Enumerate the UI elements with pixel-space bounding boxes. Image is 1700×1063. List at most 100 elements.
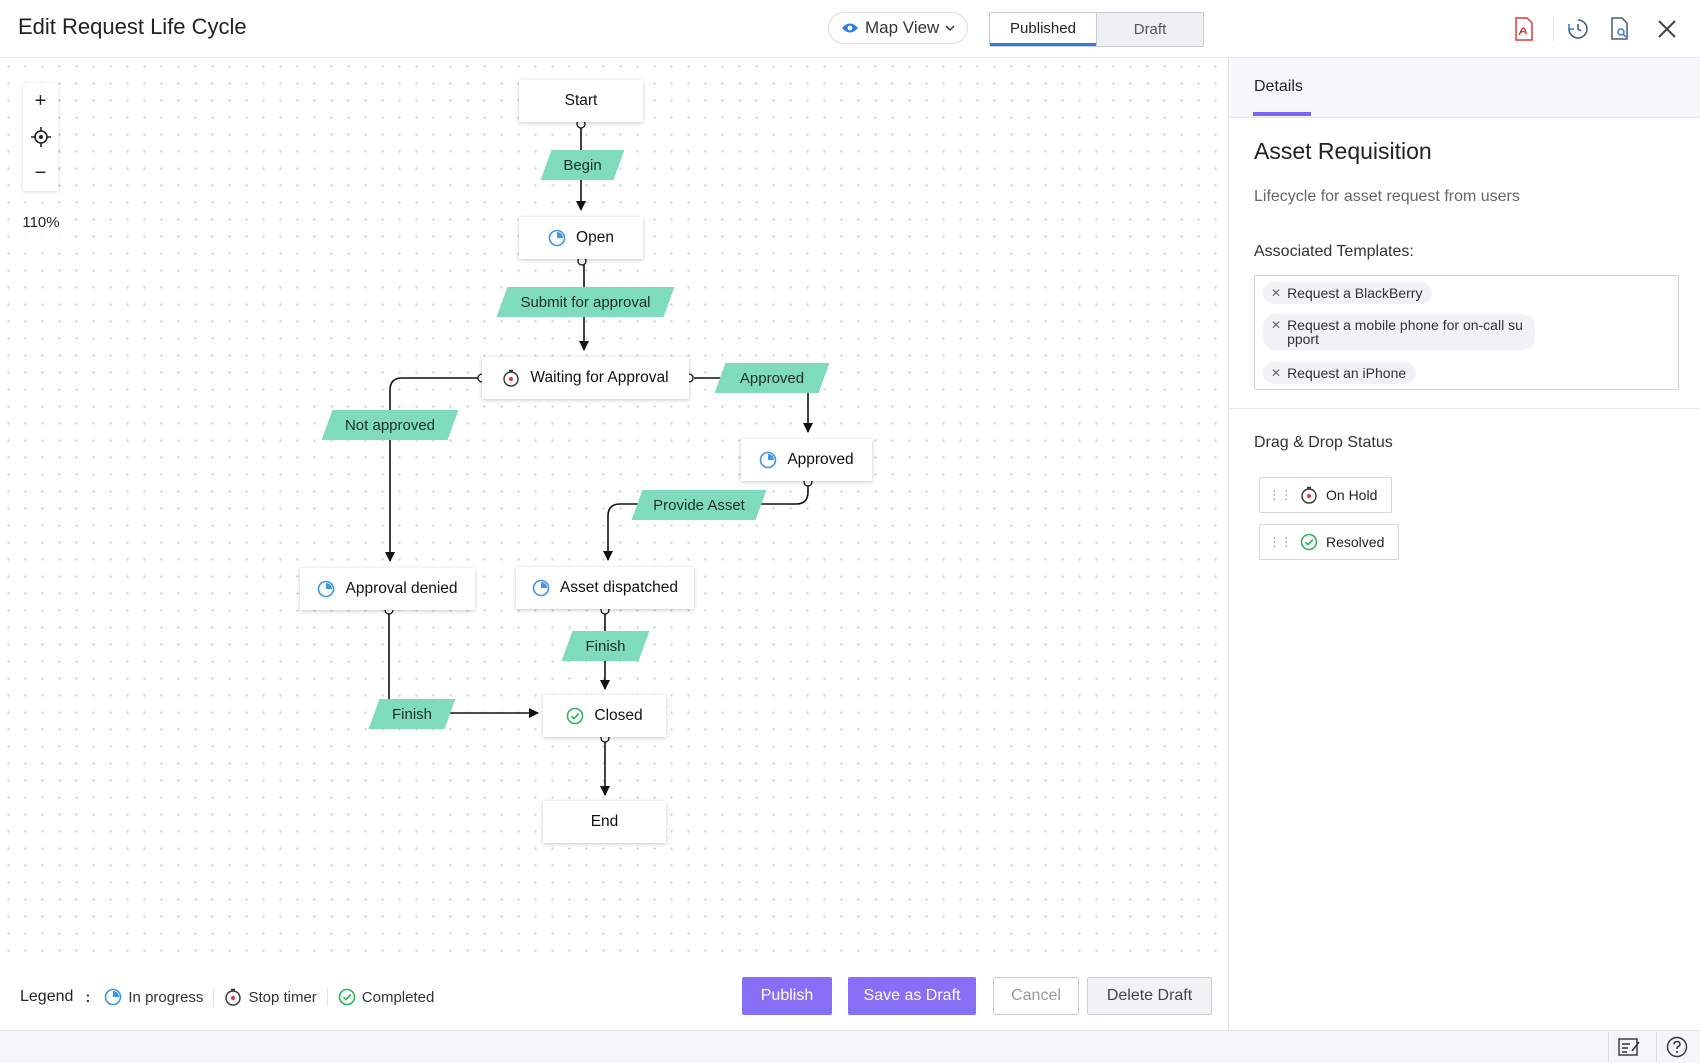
template-tag: ✕ Request a BlackBerry (1263, 282, 1433, 304)
legend-colon: : (85, 988, 91, 1006)
node-approved[interactable]: Approved (741, 439, 872, 481)
template-tag-line: pport (1287, 331, 1319, 347)
cancel-button[interactable]: Cancel (993, 977, 1079, 1015)
node-end-label: End (590, 813, 619, 830)
node-end[interactable]: End (543, 801, 666, 843)
node-waiting-for-approval[interactable]: Waiting for Approval (482, 357, 689, 399)
view-select-label: Map View (865, 18, 940, 37)
help-icon[interactable] (1656, 1032, 1696, 1062)
connector-waiting-denied (385, 377, 480, 562)
transition-submit-label: Submit for approval (520, 293, 651, 311)
status-chip-resolved[interactable]: ⋮⋮ Resolved (1259, 524, 1400, 560)
legend-stop-timer: Stop timer (213, 988, 326, 1006)
lifecycle-description: Lifecycle for asset request from users (1254, 188, 1520, 205)
legend-in-progress: In progress (104, 988, 213, 1006)
template-tag-label: Request an iPhone (1287, 365, 1407, 381)
completed-icon (567, 707, 584, 725)
transition-approved[interactable]: Approved (714, 363, 830, 393)
node-start[interactable]: Start (519, 80, 643, 122)
in-progress-icon (760, 451, 777, 469)
active-tab-indicator (1253, 112, 1311, 116)
transition-approved-label: Approved (739, 369, 805, 387)
transition-finish-label: Finish (391, 705, 432, 723)
transition-provide-asset[interactable]: Provide Asset (631, 490, 767, 520)
completed-icon (1300, 533, 1318, 551)
node-open-label: Open (576, 229, 614, 246)
transition-not-approved[interactable]: Not approved (321, 410, 459, 440)
status-chip-label: On Hold (1326, 487, 1378, 503)
drag-handle-icon[interactable]: ⋮⋮ (1268, 534, 1293, 549)
view-select[interactable]: Map View (828, 12, 968, 44)
node-approved-label: Approved (787, 451, 854, 468)
transition-finish-label: Finish (585, 637, 626, 655)
page-title: Edit Request Life Cycle (18, 14, 247, 39)
details-panel: Details Asset Requisition Lifecycle for … (1228, 58, 1700, 1030)
associated-templates-field[interactable]: ✕ Request a BlackBerry ✕ Request a mobil… (1254, 275, 1679, 390)
stop-timer-icon (225, 988, 242, 1006)
transition-begin-label: Begin (563, 156, 602, 174)
history-icon[interactable] (1566, 17, 1590, 41)
publish-button[interactable]: Publish (742, 977, 832, 1015)
transition-submit-for-approval[interactable]: Submit for approval (496, 287, 675, 317)
document-search-icon[interactable] (1608, 17, 1632, 41)
zoom-controls: + − (23, 83, 58, 191)
notes-icon[interactable] (1608, 1032, 1648, 1062)
transition-finish-denied[interactable]: Finish (368, 699, 456, 729)
tab-published[interactable]: Published (990, 13, 1096, 46)
close-icon[interactable] (1655, 17, 1679, 41)
legend-completed: Completed (326, 988, 445, 1006)
bottom-toolbar (0, 1030, 1700, 1063)
template-tag-label: Request a mobile phone for on-call su pp… (1287, 318, 1523, 346)
drag-drop-status-label: Drag & Drop Status (1254, 434, 1393, 451)
eye-icon (842, 23, 858, 33)
zoom-out-button[interactable]: − (34, 161, 47, 184)
node-approval-denied[interactable]: Approval denied (300, 568, 475, 610)
recenter-button[interactable] (23, 119, 58, 155)
tab-draft[interactable]: Draft (1096, 13, 1203, 46)
status-chip-on-hold[interactable]: ⋮⋮ On Hold (1259, 477, 1393, 513)
template-tag: ✕ Request an iPhone (1263, 362, 1417, 384)
delete-draft-button[interactable]: Delete Draft (1087, 977, 1212, 1015)
header-divider (1553, 18, 1554, 42)
transition-not-approved-label: Not approved (344, 416, 436, 434)
in-progress-icon (532, 579, 550, 597)
node-asset-dispatched-label: Asset dispatched (559, 579, 679, 596)
in-progress-icon (318, 580, 335, 598)
transition-finish-dispatched[interactable]: Finish (561, 631, 650, 661)
zoom-in-button[interactable]: + (34, 89, 47, 112)
template-tag-line: Request a mobile phone for on-call su (1287, 317, 1523, 333)
node-approval-denied-label: Approval denied (345, 580, 458, 597)
save-as-draft-button[interactable]: Save as Draft (848, 977, 976, 1015)
legend-stop-timer-label: Stop timer (248, 988, 317, 1006)
node-closed[interactable]: Closed (543, 695, 666, 737)
connector-denied-closed (388, 613, 539, 718)
chevron-down-icon (945, 24, 955, 31)
associated-templates-label: Associated Templates: (1254, 243, 1414, 260)
publish-state-toggle: Published Draft (989, 12, 1204, 47)
drag-handle-icon[interactable]: ⋮⋮ (1268, 487, 1293, 502)
node-open[interactable]: Open (519, 217, 643, 259)
tab-details[interactable]: Details (1254, 78, 1303, 95)
legend: Legend : In progress Stop timer Complete… (20, 982, 444, 1012)
completed-icon (338, 988, 356, 1006)
pdf-icon[interactable] (1512, 17, 1536, 41)
node-asset-dispatched[interactable]: Asset dispatched (516, 567, 694, 609)
status-chip-label: Resolved (1326, 534, 1385, 550)
node-start-label: Start (564, 92, 598, 109)
node-closed-label: Closed (594, 707, 643, 724)
header-bar: Edit Request Life Cycle Map View Publish… (0, 0, 1700, 58)
transition-provide-asset-label: Provide Asset (653, 496, 745, 514)
stop-timer-icon (1301, 486, 1317, 504)
node-waiting-label: Waiting for Approval (530, 369, 669, 386)
remove-tag-icon[interactable]: ✕ (1271, 286, 1282, 300)
panel-divider (1229, 408, 1700, 409)
crosshair-icon (30, 127, 51, 147)
remove-tag-icon[interactable]: ✕ (1271, 366, 1282, 380)
lifecycle-title: Asset Requisition (1254, 138, 1432, 164)
legend-in-progress-label: In progress (128, 988, 204, 1006)
in-progress-icon (548, 229, 566, 247)
transition-begin[interactable]: Begin (540, 150, 625, 180)
remove-tag-icon[interactable]: ✕ (1271, 318, 1282, 332)
template-tag: ✕ Request a mobile phone for on-call su … (1263, 314, 1535, 350)
in-progress-icon (105, 988, 122, 1006)
